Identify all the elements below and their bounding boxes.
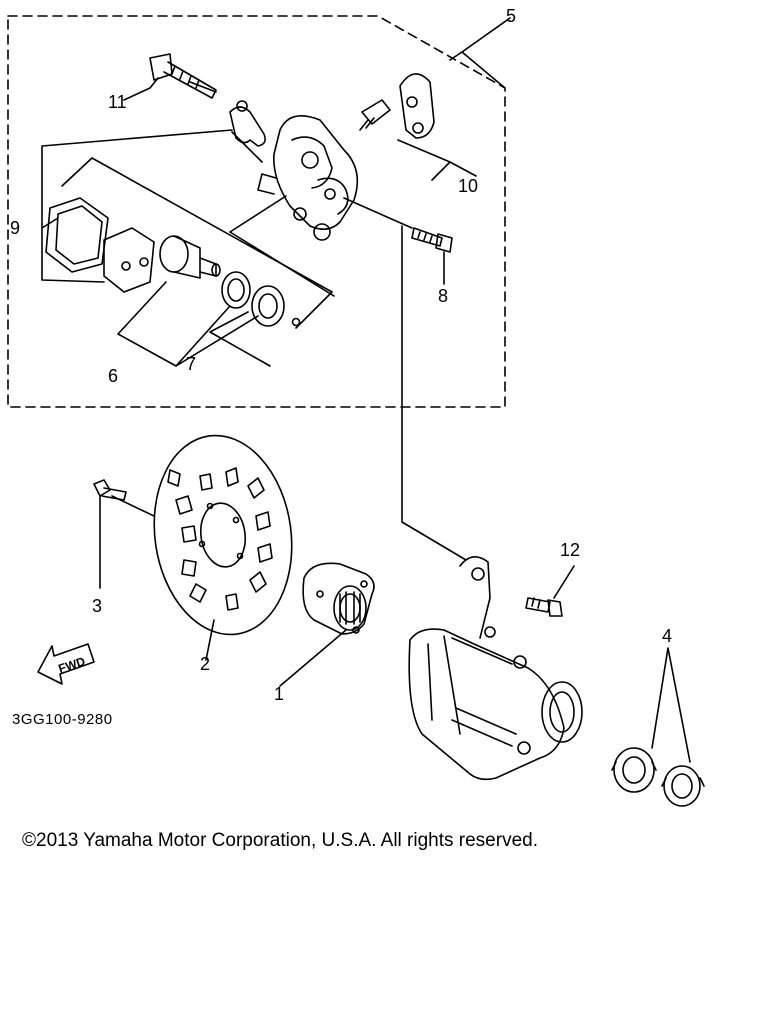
callout-2: 2 <box>200 654 210 674</box>
brake-pads-part <box>45 197 155 293</box>
callout-5: 5 <box>506 6 516 26</box>
bolt-11-part <box>149 53 217 99</box>
caliper-body-part <box>257 114 359 241</box>
bracket-10-part <box>359 73 435 139</box>
callout-3: 3 <box>92 596 102 616</box>
callout-8: 8 <box>438 286 448 306</box>
carrier-part <box>408 556 583 781</box>
copyright-notice: ©2013 Yamaha Motor Corporation, U.S.A. A… <box>22 830 538 851</box>
bolt-3-part <box>93 479 127 501</box>
callout-4: 4 <box>662 626 672 646</box>
leader-line <box>401 225 467 561</box>
fwd-arrow-icon <box>37 643 95 685</box>
callout-10: 10 <box>458 176 478 196</box>
bolt-8-part <box>411 227 453 253</box>
callout-6: 6 <box>108 366 118 386</box>
seals-part <box>221 271 301 327</box>
parts-diagram: 5 11 10 9 8 7 6 12 3 4 2 1 FWD 3GG100-92… <box>7 6 705 807</box>
callout-9: 9 <box>10 218 20 238</box>
bolt-12-part <box>525 597 563 617</box>
piston-part <box>159 235 221 279</box>
clip-part <box>229 100 266 147</box>
callout-12: 12 <box>560 540 580 560</box>
diagram-code: 3GG100-9280 <box>12 711 113 728</box>
brake-disc-part <box>153 434 293 636</box>
callout-1: 1 <box>274 684 284 704</box>
callout-11: 11 <box>108 92 127 112</box>
assembly-boundary <box>7 15 506 408</box>
hub-part <box>302 562 375 635</box>
collars-part <box>611 747 705 807</box>
fwd-label: FWD <box>57 654 88 676</box>
callout-7: 7 <box>186 354 196 374</box>
